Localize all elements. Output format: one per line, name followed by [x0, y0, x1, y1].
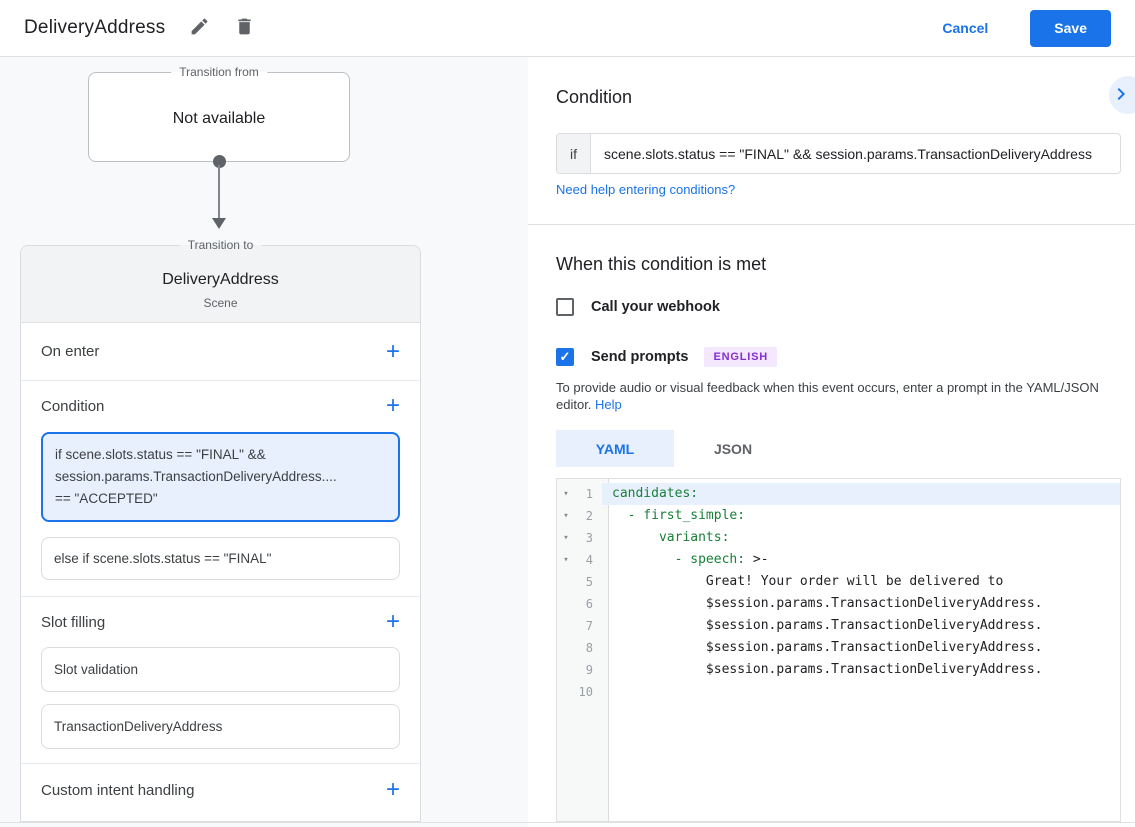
- line-number: 7: [585, 619, 593, 633]
- code-line[interactable]: ▾ 1 candidates:: [557, 483, 1120, 505]
- condition-detail-pane: Condition if scene.slots.status == "FINA…: [528, 57, 1135, 827]
- delete-scene-button[interactable]: [234, 16, 255, 40]
- line-number: 1: [585, 487, 593, 501]
- slot-filling-label: Slot filling: [41, 613, 106, 631]
- code-line[interactable]: 7 $session.params.TransactionDeliveryAdd…: [557, 615, 1120, 637]
- scene-type-label: Scene: [203, 296, 238, 310]
- line-number: 3: [585, 531, 593, 545]
- code-line[interactable]: ▾ 3 variants:: [557, 527, 1120, 549]
- line-number: 9: [585, 663, 593, 677]
- code-line[interactable]: 6 $session.params.TransactionDeliveryAdd…: [557, 593, 1120, 615]
- condition-panel-title: Condition: [556, 87, 633, 107]
- call-webhook-label: Call your webhook: [591, 299, 720, 315]
- yaml-code-editor[interactable]: ▾ 1 candidates: ▾ 2 - first_simple: ▾ 3 …: [556, 478, 1121, 822]
- connector-dot: [213, 155, 226, 168]
- tab-json[interactable]: JSON: [713, 440, 753, 457]
- condition-expression-input[interactable]: scene.slots.status == "FINAL" && session…: [604, 145, 1092, 162]
- transition-to-label: Transition to: [179, 238, 262, 252]
- collapse-panel-button[interactable]: [1109, 76, 1135, 114]
- transition-from-label: Transition from: [171, 65, 267, 79]
- condition-label: Condition: [41, 397, 105, 415]
- add-icon[interactable]: +: [385, 337, 400, 365]
- prompt-description: To provide audio or visual feedback when…: [556, 379, 1113, 413]
- line-number: 8: [585, 641, 593, 655]
- on-enter-label: On enter: [41, 343, 100, 360]
- condition-expression-field: if scene.slots.status == "FINAL" && sess…: [556, 133, 1121, 174]
- add-icon[interactable]: +: [385, 776, 400, 803]
- code-line[interactable]: 8 $session.params.TransactionDeliveryAdd…: [557, 637, 1120, 659]
- line-number: 6: [585, 597, 593, 611]
- connector-arrowhead-icon: [212, 218, 226, 229]
- fold-arrow-icon[interactable]: ▾: [563, 533, 569, 543]
- editor-gutter: [557, 479, 609, 821]
- line-number: 10: [578, 685, 593, 699]
- check-icon: ✓: [559, 349, 571, 364]
- custom-intent-label: Custom intent handling: [41, 781, 195, 799]
- transition-from-node: Transition from Not available: [88, 65, 350, 162]
- fold-arrow-icon[interactable]: ▾: [563, 489, 569, 499]
- line-number: 2: [585, 509, 593, 523]
- prompt-description-text: To provide audio or visual feedback when…: [556, 380, 1099, 412]
- checkbox-unchecked[interactable]: [556, 298, 574, 316]
- scene-card-header[interactable]: DeliveryAddress Scene: [21, 246, 420, 323]
- add-icon[interactable]: +: [385, 608, 400, 635]
- section-condition: Condition + if scene.slots.status == "FI…: [21, 381, 420, 597]
- call-webhook-checkbox-row[interactable]: Call your webhook: [556, 298, 720, 316]
- fold-arrow-icon[interactable]: ▾: [563, 555, 569, 565]
- tab-yaml[interactable]: YAML: [556, 430, 674, 467]
- top-bar: DeliveryAddress Cancel Save: [0, 0, 1135, 57]
- condition-card-selected[interactable]: if scene.slots.status == "FINAL" && sess…: [41, 432, 400, 522]
- code-line[interactable]: 5 Great! Your order will be delivered to: [557, 571, 1120, 593]
- if-prefix: if: [557, 134, 591, 173]
- bottom-divider: [0, 822, 1135, 823]
- checkbox-checked[interactable]: ✓: [556, 348, 574, 366]
- scene-name: DeliveryAddress: [162, 271, 279, 288]
- panel-divider: [528, 224, 1135, 225]
- section-slot-filling: Slot filling + Slot validation Transacti…: [21, 597, 420, 764]
- language-badge: ENGLISH: [704, 347, 777, 367]
- line-number: 5: [585, 575, 593, 589]
- cancel-button[interactable]: Cancel: [936, 19, 994, 37]
- connector-line: [218, 165, 220, 218]
- chevron-right-icon: [1109, 82, 1135, 109]
- code-line[interactable]: 10: [557, 681, 1120, 703]
- add-icon[interactable]: +: [385, 392, 400, 419]
- prompt-help-link[interactable]: Help: [595, 397, 622, 412]
- send-prompts-label: Send prompts: [591, 349, 689, 365]
- section-custom-intent: Custom intent handling +: [21, 764, 420, 816]
- code-line[interactable]: ▾ 2 - first_simple:: [557, 505, 1120, 527]
- condition-met-title: When this condition is met: [556, 254, 767, 274]
- send-prompts-checkbox-row[interactable]: ✓ Send prompts ENGLISH: [556, 347, 777, 367]
- trash-icon: [234, 16, 255, 40]
- section-on-enter: On enter +: [21, 323, 420, 381]
- condition-card-else[interactable]: else if scene.slots.status == "FINAL": [41, 537, 400, 580]
- slot-card[interactable]: TransactionDeliveryAddress: [41, 704, 400, 749]
- pencil-icon: [189, 16, 210, 40]
- scene-card: Transition to DeliveryAddress Scene On e…: [20, 238, 421, 822]
- fold-arrow-icon[interactable]: ▾: [563, 511, 569, 521]
- edit-title-button[interactable]: [189, 16, 210, 40]
- line-number: 4: [585, 553, 593, 567]
- save-button[interactable]: Save: [1030, 9, 1111, 47]
- slot-validation-card[interactable]: Slot validation: [41, 647, 400, 692]
- transition-from-content: Not available: [172, 110, 266, 127]
- editor-format-tabs: YAML JSON: [556, 430, 792, 467]
- scene-flow-pane: Transition from Not available Transition…: [0, 57, 528, 827]
- page-title: DeliveryAddress: [24, 17, 166, 38]
- code-line[interactable]: 9 $session.params.TransactionDeliveryAdd…: [557, 659, 1120, 681]
- condition-help-link[interactable]: Need help entering conditions?: [556, 182, 736, 197]
- code-line[interactable]: ▾ 4 - speech: >-: [557, 549, 1120, 571]
